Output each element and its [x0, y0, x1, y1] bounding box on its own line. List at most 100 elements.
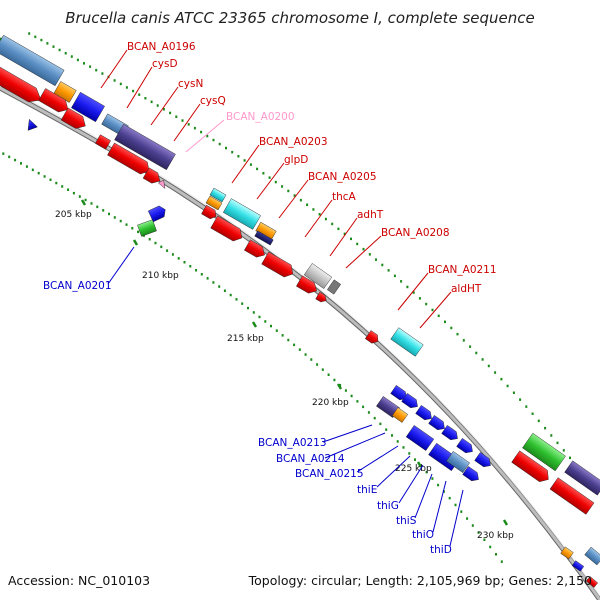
gene-feature-blue[interactable]: [401, 393, 421, 410]
gene-feature-orange[interactable]: [53, 81, 77, 103]
gene-label-BCAN_A0200[interactable]: BCAN_A0200: [226, 111, 295, 123]
gene-feature-navy[interactable]: [254, 230, 274, 246]
gene-feature-red[interactable]: [364, 330, 381, 345]
gene-label-BCAN_A0213[interactable]: BCAN_A0213: [258, 437, 327, 449]
gene-label-BCAN_A0205[interactable]: BCAN_A0205: [308, 171, 377, 183]
gene-feature-steel[interactable]: [0, 34, 65, 87]
tick-dot: [500, 560, 503, 563]
gene-feature-green[interactable]: [137, 219, 157, 237]
gene-feature-purple[interactable]: [564, 460, 600, 496]
gene-label-BCAN_A0211[interactable]: BCAN_A0211: [428, 264, 497, 276]
tick-dot: [108, 212, 110, 216]
tick-dot: [437, 314, 440, 318]
gene-feature-red[interactable]: [38, 88, 72, 115]
gene-feature-orange[interactable]: [391, 407, 409, 423]
gene-feature-purple[interactable]: [376, 396, 400, 418]
gene-label-adhT[interactable]: adhT: [357, 209, 384, 221]
tick-dot: [537, 419, 540, 423]
gene-feature-darkgray[interactable]: [327, 279, 341, 295]
gene-feature-red[interactable]: [511, 450, 553, 485]
tick-dot: [169, 111, 172, 115]
gene-feature-cyan[interactable]: [390, 327, 424, 357]
gene-label-thiS[interactable]: thiS: [396, 515, 417, 527]
gene-feature-red[interactable]: [244, 239, 267, 260]
tick-dot: [368, 253, 371, 256]
tick-dot: [460, 510, 463, 513]
tick-dot: [52, 45, 55, 48]
tick-dot: [344, 389, 347, 392]
gene-feature-red[interactable]: [60, 107, 89, 132]
gene-feature-red[interactable]: [585, 576, 599, 588]
gene-feature-red[interactable]: [210, 215, 246, 244]
gene-feature-blue[interactable]: [405, 425, 435, 451]
tick-dot: [525, 405, 528, 408]
gene-feature-steel[interactable]: [446, 451, 470, 473]
gene-label-BCAN_A0203[interactable]: BCAN_A0203: [259, 136, 328, 148]
tick-dot: [298, 348, 301, 351]
gene-feature-blue[interactable]: [147, 204, 168, 223]
gene-label-BCAN_A0215[interactable]: BCAN_A0215: [295, 468, 364, 480]
gene-label-cysN[interactable]: cysN: [178, 78, 203, 90]
gene-feature-purple[interactable]: [114, 123, 176, 171]
gene-feature-blue[interactable]: [462, 466, 482, 483]
tick-label-225: 225 kbp: [395, 464, 432, 474]
tick-mark: [251, 321, 258, 328]
gene-feature-blue[interactable]: [25, 118, 38, 131]
tick-labels: 205 kbp 210 kbp 215 kbp 220 kbp 225 kbp …: [55, 210, 514, 541]
gene-feature-red[interactable]: [142, 167, 163, 186]
gene-feature-blue[interactable]: [456, 438, 476, 455]
gene-label-thiE[interactable]: thiE: [357, 484, 377, 496]
gene-label-BCAN_A0214[interactable]: BCAN_A0214: [276, 453, 345, 465]
gene-feature-blue[interactable]: [571, 560, 585, 572]
gene-feature-cyan[interactable]: [209, 187, 227, 203]
gene-label-BCAN_A0196[interactable]: BCAN_A0196: [127, 41, 196, 53]
tick-dot: [274, 180, 277, 184]
gene-feature-cyan[interactable]: [223, 198, 261, 230]
gene-feature-pink[interactable]: [158, 179, 167, 190]
gene-feature-red[interactable]: [261, 251, 297, 280]
leader-line: [304, 199, 333, 238]
gene-label-cysQ[interactable]: cysQ: [200, 95, 226, 107]
tick-dot: [206, 134, 209, 138]
gene-feature-steel[interactable]: [584, 546, 600, 566]
gene-feature-red[interactable]: [95, 134, 111, 150]
tick-dot: [14, 158, 17, 162]
gene-feature-gray[interactable]: [303, 263, 333, 289]
gene-feature-red[interactable]: [315, 291, 329, 304]
gene-feature-blue[interactable]: [415, 405, 435, 422]
gene-label-thcA[interactable]: thcA: [332, 191, 357, 203]
gene-label-BCAN_A0208[interactable]: BCAN_A0208: [381, 227, 450, 239]
leader-line: [432, 480, 447, 533]
gene-feature-red[interactable]: [201, 204, 218, 221]
tick-dot: [247, 306, 249, 310]
tick-dot: [304, 353, 307, 356]
gene-feature-red[interactable]: [549, 477, 595, 515]
gene-label-thiG[interactable]: thiG: [377, 500, 399, 512]
gene-feature-blue[interactable]: [441, 425, 461, 442]
gene-feature-blue[interactable]: [71, 91, 105, 123]
tick-dot: [218, 142, 221, 146]
tick-dot: [67, 188, 70, 191]
gene-label-cysD[interactable]: cysD: [152, 58, 178, 70]
tick-dot: [183, 261, 186, 264]
tick-mark: [416, 461, 423, 468]
tick-dot: [101, 72, 104, 75]
gene-feature-blue[interactable]: [428, 415, 448, 432]
gene-feature-orange[interactable]: [560, 546, 574, 560]
tick-dot: [316, 363, 319, 366]
gene-label-thiD[interactable]: thiD: [430, 544, 452, 556]
gene-label-glpD[interactable]: glpD: [284, 154, 308, 166]
gene-label-thiO[interactable]: thiO: [412, 529, 434, 541]
gene-feature-red[interactable]: [296, 275, 319, 296]
gene-feature-red[interactable]: [107, 142, 152, 177]
tick-dot: [237, 155, 240, 158]
tick-dot: [270, 324, 272, 328]
tick-dot: [337, 227, 340, 231]
gene-label-BCAN_A0201[interactable]: BCAN_A0201: [43, 280, 112, 292]
gene-label-aldHT[interactable]: aldHT: [451, 283, 482, 295]
gene-feature-green[interactable]: [522, 432, 566, 472]
gene-feature-orange[interactable]: [205, 195, 223, 211]
tick-dot: [156, 104, 159, 107]
gene-feature-red[interactable]: [0, 62, 45, 107]
gene-feature-blue[interactable]: [474, 452, 494, 469]
